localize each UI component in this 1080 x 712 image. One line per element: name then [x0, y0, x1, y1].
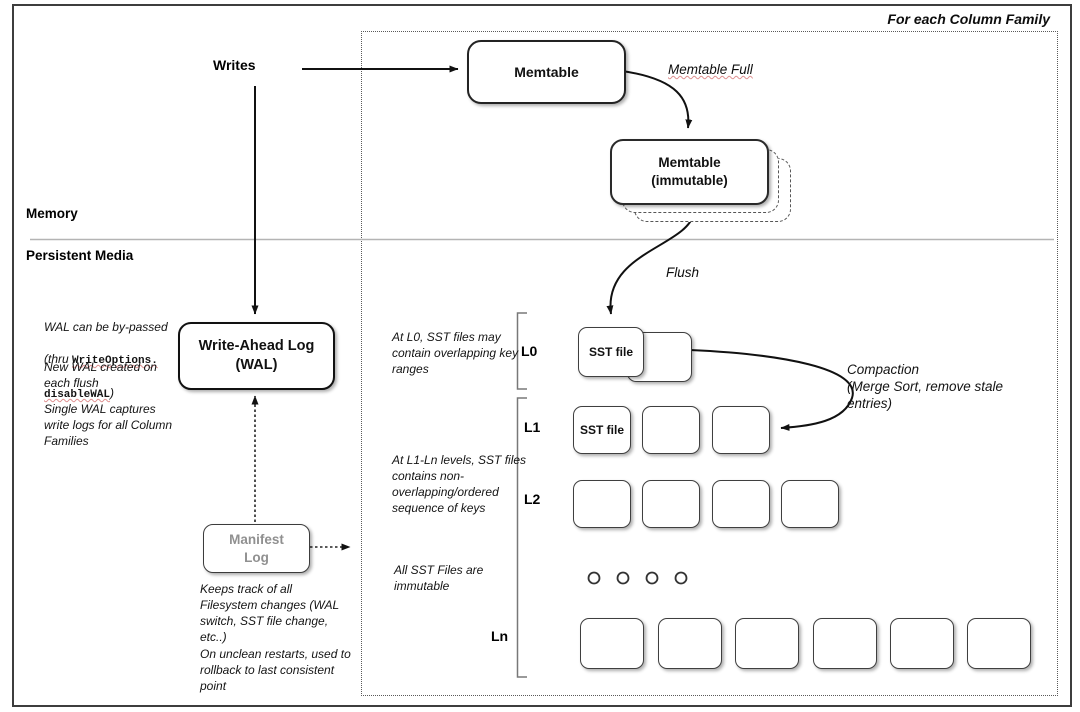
sst-file-label: SST file — [579, 423, 624, 437]
wal-bypass-code-writeoptions: WriteOptions. — [72, 355, 158, 367]
immutable-memtable-box: Memtable (immutable) — [610, 139, 769, 205]
ln-sst-box-1 — [580, 618, 644, 669]
writes-label: Writes — [213, 57, 256, 73]
ln-sst-box-5 — [890, 618, 954, 669]
l0-note: At L0, SST files may contain overlapping… — [392, 330, 519, 376]
l0-sst-box-1: SST file — [578, 327, 644, 377]
ln-sst-box-3 — [735, 618, 799, 669]
wal-label-line2: (WAL) — [235, 357, 278, 373]
level-label-l2: L2 — [524, 491, 541, 507]
wal-bypass-note-suffix: ) — [110, 386, 115, 400]
flush-label: Flush — [666, 265, 700, 280]
memtable-box: Memtable — [467, 40, 626, 104]
compaction-note: Compaction (Merge Sort, remove stale ent… — [847, 362, 1004, 411]
level-label-l0: L0 — [521, 343, 538, 359]
ln-sst-box-6 — [967, 618, 1031, 669]
level-label-l1: L1 — [524, 419, 541, 435]
wal-box: Write-Ahead Log (WAL) — [178, 322, 335, 390]
wal-bypass-note-prefix: (thru — [44, 352, 73, 366]
l2-sst-box-1 — [573, 480, 631, 528]
immutable-memtable-label-line2: (immutable) — [651, 173, 728, 188]
column-family-dashed-container — [361, 31, 1058, 696]
immutable-memtable-label-line1: Memtable — [658, 155, 721, 171]
wal-bypass-code-disablewal: disableWAL — [44, 389, 111, 401]
memtable-box-label: Memtable — [514, 64, 579, 80]
manifest-label-line1: Manifest — [229, 531, 284, 547]
outer-frame — [12, 4, 1072, 707]
l2-sst-box-4 — [781, 480, 839, 528]
manifest-rollback-note: On unclean restarts, used to rollback to… — [200, 647, 351, 693]
l1-sst-box-3 — [712, 406, 770, 454]
level-label-ln: Ln — [491, 628, 509, 644]
ln-sst-box-4 — [813, 618, 877, 669]
sst-file-label: SST file — [588, 345, 633, 359]
l1-sst-box-2 — [642, 406, 700, 454]
manifest-tracking-note: Keeps track of all Filesystem changes (W… — [200, 582, 340, 644]
memtable-full-label: Memtable Full — [668, 62, 753, 77]
new-wal-note: New WAL created on each flush — [44, 360, 157, 390]
persistent-media-label: Persistent Media — [26, 248, 134, 263]
single-wal-note: Single WAL captures write logs for all C… — [44, 402, 173, 448]
manifest-label-line2: Log — [244, 549, 269, 565]
l1-sst-box-1: SST file — [573, 406, 631, 454]
l2-sst-box-3 — [712, 480, 770, 528]
wal-label-line1: Write-Ahead Log — [198, 338, 315, 355]
wal-bypass-note-line1: WAL can be by-passed — [44, 320, 168, 334]
immutable-sst-note: All SST Files are immutable — [394, 563, 484, 593]
frame-title: For each Column Family — [887, 11, 1050, 27]
l2-sst-box-2 — [642, 480, 700, 528]
wal-bypass-note: WAL can be by-passed (thru WriteOptions.… — [44, 303, 194, 403]
ln-sst-box-2 — [658, 618, 722, 669]
manifest-log-box: Manifest Log — [203, 524, 310, 573]
l1-ln-note: At L1-Ln levels, SST files contains non-… — [392, 453, 527, 515]
memory-label: Memory — [26, 206, 78, 221]
